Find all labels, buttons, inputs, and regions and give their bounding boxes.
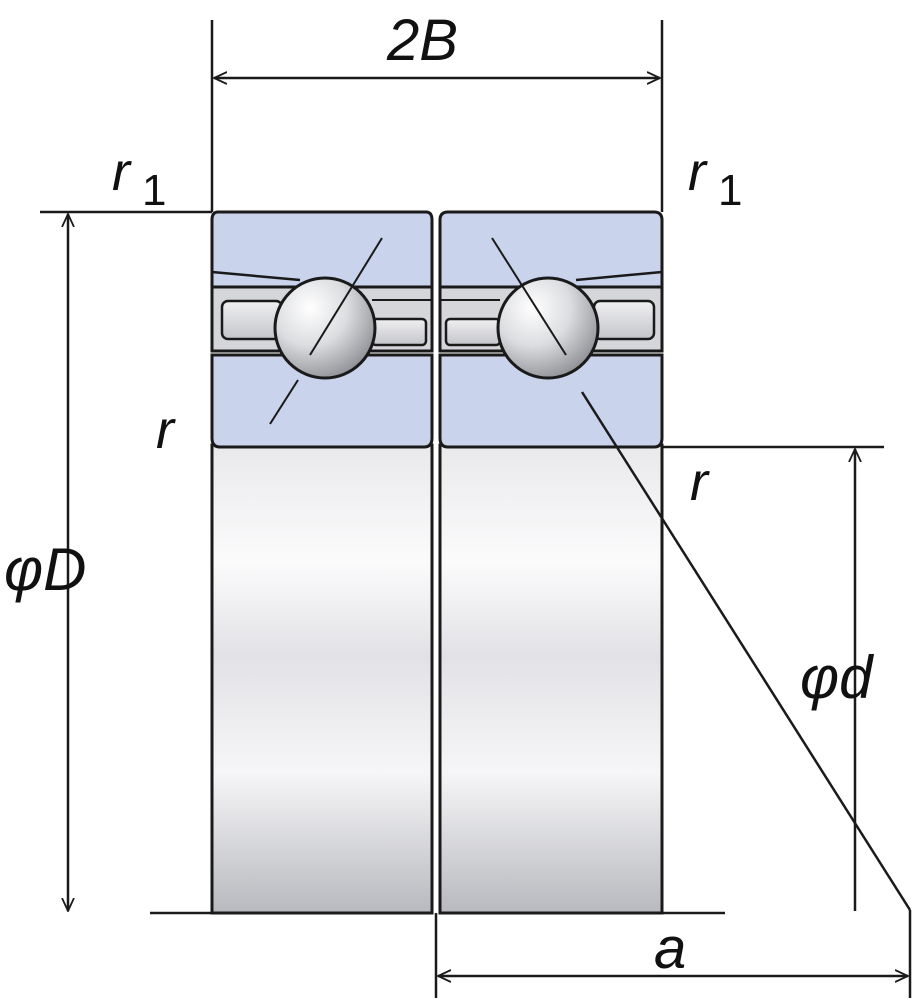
label-outer-diameter: φD	[4, 536, 86, 603]
label-r1-right-subscript: 1	[718, 166, 742, 215]
label-r1-left-subscript: 1	[142, 166, 166, 215]
label-inner-diameter: φd	[800, 644, 874, 711]
right-bearing	[438, 210, 912, 915]
right-cage-left	[444, 317, 502, 347]
dimension-lines	[40, 20, 912, 998]
label-2B: 2B	[386, 8, 458, 73]
label-r-left: r	[156, 400, 176, 460]
right-inner-ring-bore	[438, 443, 664, 915]
label-r-right: r	[690, 452, 710, 512]
left-cage-left	[220, 299, 284, 341]
left-ball	[273, 276, 377, 380]
left-inner-ring-section	[210, 353, 434, 449]
right-cage-right	[592, 299, 656, 341]
left-bearing	[210, 210, 434, 915]
label-load-center: a	[654, 916, 686, 981]
left-cage-right	[370, 317, 428, 347]
right-inner-ring-section	[438, 353, 664, 449]
label-r1-left: r	[112, 142, 132, 202]
label-r1-right: r	[688, 142, 708, 202]
left-inner-ring-bore	[210, 443, 434, 915]
